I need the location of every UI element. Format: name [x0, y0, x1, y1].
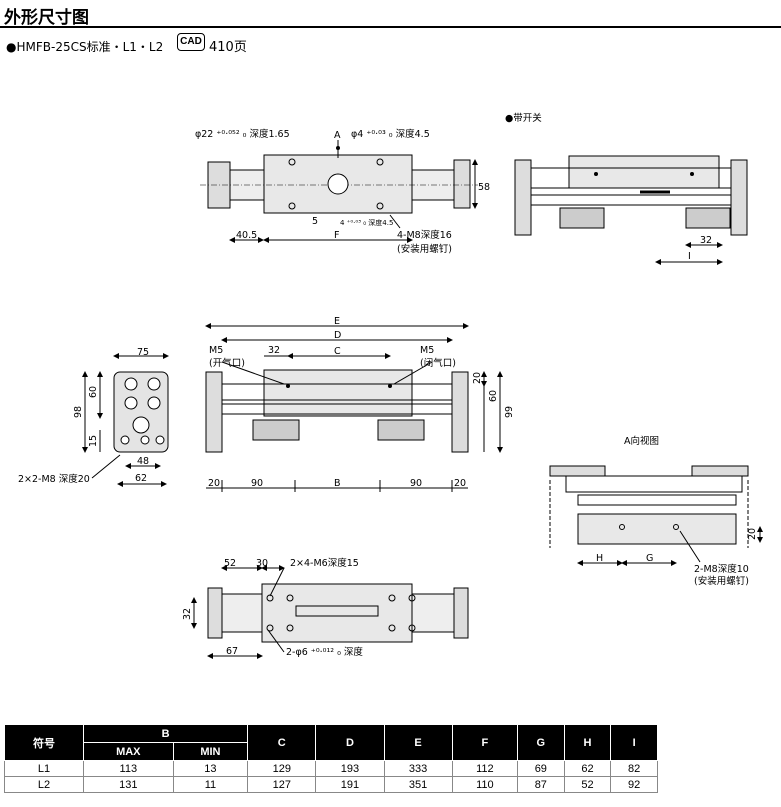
cell-c: 129 — [247, 760, 317, 777]
cell-g: 87 — [516, 776, 565, 793]
th-c: C — [247, 724, 317, 761]
label-front-d: D — [334, 330, 341, 341]
th-b-min: MIN — [172, 742, 249, 761]
label-a-20: 20 — [747, 528, 758, 540]
a-view — [549, 465, 763, 566]
label-a-h: H — [596, 553, 603, 564]
label-switch: ●带开关 — [505, 112, 542, 124]
th-symbol: 符号 — [4, 724, 84, 761]
label-front-e: E — [334, 316, 340, 327]
title-rule — [0, 26, 781, 28]
th-d: D — [315, 724, 385, 761]
th-i: I — [610, 724, 658, 761]
cell-e: 333 — [383, 760, 453, 777]
label-front-99: 99 — [504, 406, 515, 418]
label-top-58: 58 — [478, 182, 490, 193]
label-bot-67: 67 — [226, 646, 238, 657]
label-top-f: F — [334, 230, 339, 241]
bottom-view — [191, 565, 469, 659]
cell-h: 52 — [563, 776, 612, 793]
dimension-table: 符号 B C D E F G H I MAX MIN L1 113 13 129… — [4, 724, 658, 793]
cell-bmax: 113 — [83, 760, 174, 777]
cell-sym: L2 — [4, 776, 84, 793]
model-subtitle: ●HMFB-25CS标准・L1・L2 — [6, 40, 164, 54]
label-switch-32: 32 — [700, 235, 712, 246]
th-b: B — [82, 724, 249, 743]
label-a-m8-note: (安装用螺钉) — [694, 575, 749, 587]
cell-d: 191 — [315, 776, 385, 793]
label-switch-i: I — [688, 251, 691, 262]
label-top-4: 4 ⁺⁰·⁰³ ₀ 深度4.5 — [340, 218, 393, 227]
label-top-hole-left: φ22 ⁺⁰·⁰⁵² ₀ 深度1.65 — [195, 128, 290, 140]
label-top-5: 5 — [312, 216, 318, 227]
label-side-75: 75 — [137, 347, 149, 358]
front-view — [205, 323, 503, 492]
switch-view — [514, 155, 748, 265]
cell-g: 69 — [516, 760, 565, 777]
cell-d: 193 — [315, 760, 385, 777]
cell-bmin: 13 — [172, 760, 249, 777]
label-front-c: C — [334, 346, 341, 357]
cad-page-ref: 410页 — [209, 40, 247, 55]
label-front-b-20l: 20 — [208, 478, 220, 489]
label-side-15: 15 — [88, 435, 99, 447]
cad-icon: CAD — [177, 33, 205, 51]
label-front-b-b: B — [334, 478, 341, 489]
label-front-m5-r: M5 — [420, 345, 434, 356]
th-g: G — [516, 724, 565, 761]
label-bot-30: 30 — [256, 558, 268, 569]
label-bot-phi6: 2-φ6 ⁺⁰·⁰¹² ₀ 深度 — [286, 646, 363, 658]
cell-e: 351 — [383, 776, 453, 793]
label-front-60: 60 — [488, 390, 499, 402]
label-front-32: 32 — [268, 345, 280, 356]
th-e: E — [383, 724, 453, 761]
cell-i: 92 — [610, 776, 658, 793]
cell-h: 62 — [563, 760, 612, 777]
label-a-g: G — [646, 553, 653, 564]
label-side-62: 62 — [135, 473, 147, 484]
label-front-b-90l: 90 — [251, 478, 263, 489]
label-side-48: 48 — [137, 456, 149, 467]
label-a-m8: 2-M8深度10 — [694, 563, 749, 575]
table-row: L2 131 11 127 191 351 110 87 52 92 — [4, 776, 658, 793]
dimension-drawings: φ22 ⁺⁰·⁰⁵² ₀ 深度1.65 A φ4 ⁺⁰·⁰³ ₀ 深度4.5 5… — [18, 112, 763, 659]
cell-sym: L1 — [4, 760, 84, 777]
label-front-m5-l2: (开气口) — [209, 357, 245, 369]
side-view — [82, 353, 169, 487]
label-bot-32: 32 — [182, 608, 193, 620]
label-bot-52: 52 — [224, 558, 236, 569]
th-h: H — [563, 724, 612, 761]
page-title: 外形尺寸图 — [4, 8, 89, 28]
top-view — [200, 140, 478, 243]
label-top-40-5: 40.5 — [236, 230, 257, 241]
label-top-a: A — [334, 130, 341, 141]
cell-c: 127 — [247, 776, 317, 793]
label-front-m5-r2: (闭气口) — [420, 357, 456, 369]
label-top-m8-note: (安装用螺钉) — [397, 243, 452, 255]
label-top-m8: 4-M8深度16 — [397, 229, 452, 241]
th-b-max: MAX — [83, 742, 174, 761]
label-bot-m6: 2×4-M6深度15 — [290, 557, 359, 569]
table-row: L1 113 13 129 193 333 112 69 62 82 — [4, 760, 658, 777]
label-side-60: 60 — [88, 386, 99, 398]
label-front-20: 20 — [472, 372, 483, 384]
label-a-view: A向视图 — [624, 435, 659, 447]
label-front-b-20r: 20 — [454, 478, 466, 489]
cell-i: 82 — [610, 760, 658, 777]
label-front-b-90r: 90 — [410, 478, 422, 489]
cell-f: 112 — [451, 760, 518, 777]
th-f: F — [451, 724, 518, 761]
label-side-98: 98 — [73, 406, 84, 418]
cell-bmax: 131 — [83, 776, 174, 793]
cell-bmin: 11 — [172, 776, 249, 793]
label-front-m5-l: M5 — [209, 345, 223, 356]
label-top-hole-right: φ4 ⁺⁰·⁰³ ₀ 深度4.5 — [351, 128, 430, 140]
label-side-m8: 2×2-M8 深度20 — [18, 473, 90, 485]
cell-f: 110 — [451, 776, 518, 793]
